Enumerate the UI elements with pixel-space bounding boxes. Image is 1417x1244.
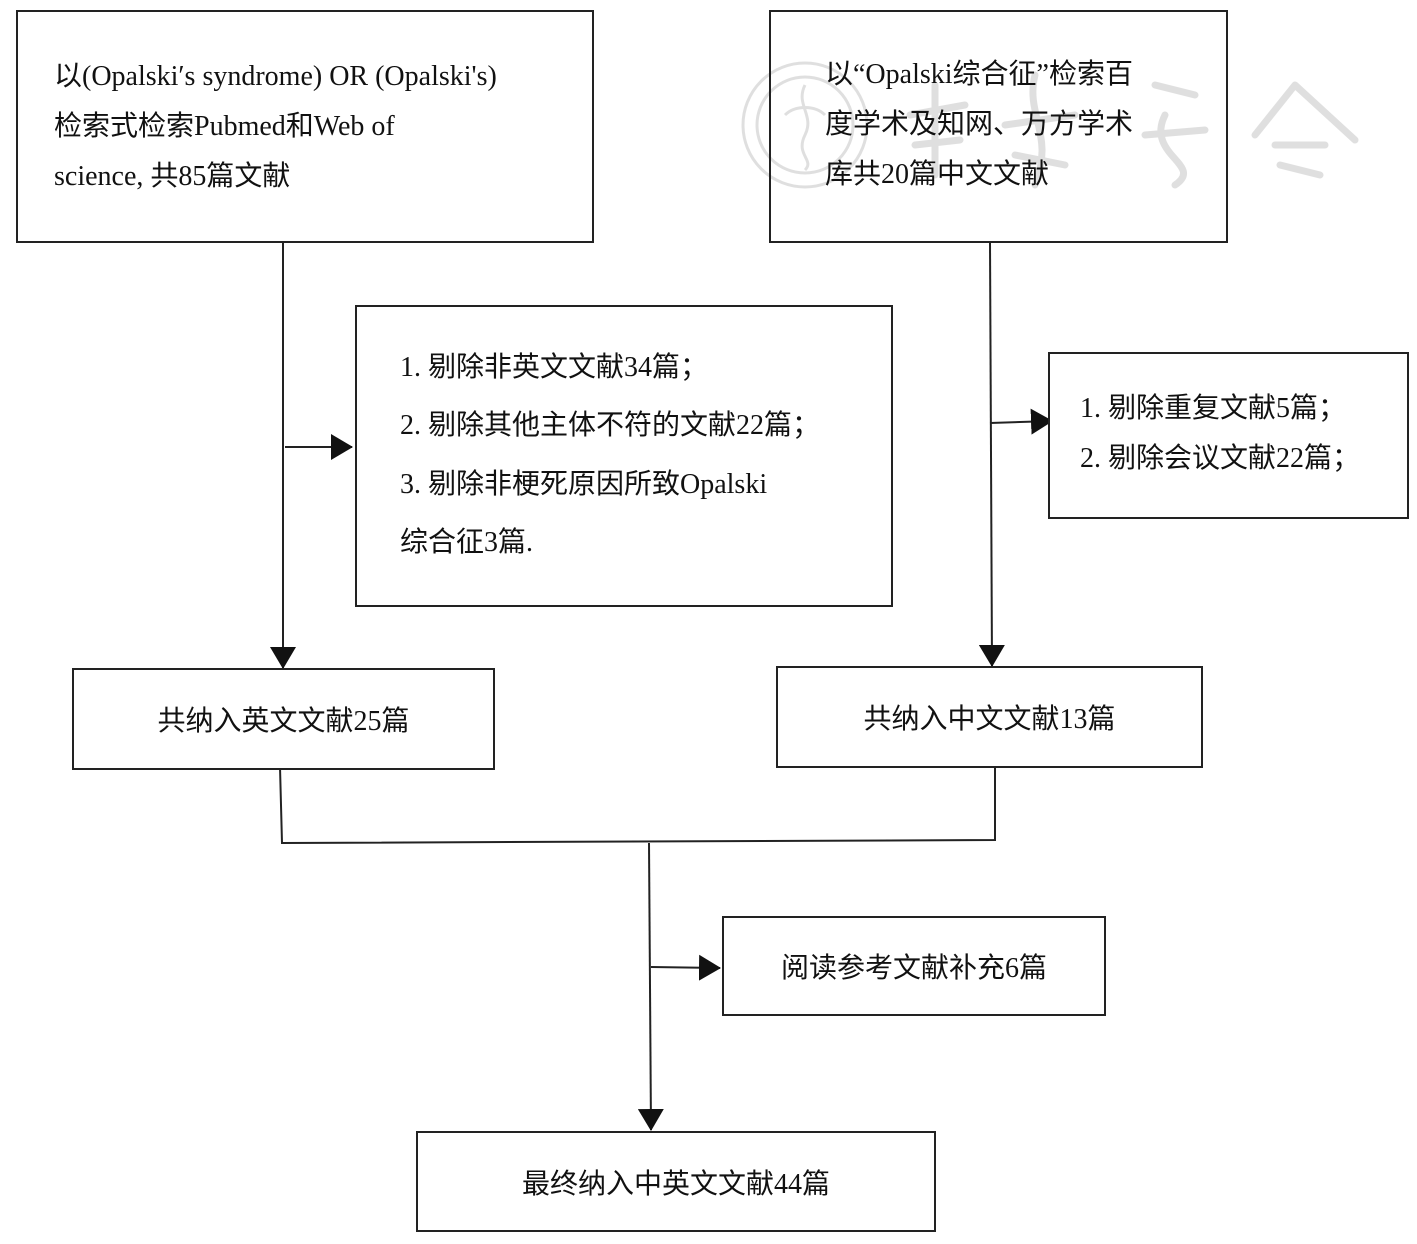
supplement-box: 阅读参考文献补充6篇	[722, 916, 1106, 1016]
chinese-exclusion-box: 1. 剔除重复文献5篇； 2. 剔除会议文献22篇；	[1048, 352, 1409, 519]
english-search-line-3: science, 共85篇文献	[54, 161, 291, 192]
watermark-logo	[741, 61, 1359, 189]
chinese-exclusion-line-2: 2. 剔除会议文献22篇；	[1080, 443, 1361, 474]
english-exclusion-line-3: 3. 剔除非梗死原因所致Opalski	[400, 469, 768, 500]
chinese-included-label: 共纳入中文文献13篇	[863, 704, 1116, 735]
final-included-label: 最终纳入中英文文献44篇	[521, 1168, 830, 1200]
english-exclusion-line-4: 综合征3篇.	[400, 527, 534, 558]
edge-merge-to-final	[637, 842, 664, 1131]
edge-chinese-search-to-included	[978, 241, 1005, 667]
english-included-box: 共纳入英文文献25篇	[72, 668, 495, 770]
english-search-box: 以(Opalski′s syndrome) OR (Opalski's) 检索式…	[16, 10, 594, 243]
english-included-label: 共纳入英文文献25篇	[157, 706, 410, 737]
english-search-line-1: 以(Opalski′s syndrome) OR (Opalski's)	[54, 61, 497, 92]
chinese-search-line-3: 库共20篇中文文献	[825, 159, 1050, 190]
chinese-search-line-1: 以“Opalski综合征”检索百	[825, 59, 1133, 90]
english-exclusion-line-1: 1. 剔除非英文文献34篇；	[400, 352, 709, 383]
english-exclusion-box: 1. 剔除非英文文献34篇； 2. 剔除其他主体不符的文献22篇； 3. 剔除非…	[355, 305, 893, 607]
edge-merge-bracket	[279, 766, 996, 845]
chinese-search-line-2: 度学术及知网、万方学术	[825, 109, 1134, 140]
edge-chinese-to-exclusion	[989, 408, 1053, 435]
seal-circle-icon	[741, 61, 869, 189]
english-exclusion-line-2: 2. 剔除其他主体不符的文献22篇；	[400, 410, 821, 441]
chinese-included-box: 共纳入中文文献13篇	[776, 666, 1203, 768]
final-included-box: 最终纳入中英文文献44篇	[416, 1131, 936, 1232]
edge-merge-to-supplement	[650, 954, 721, 981]
chinese-search-box: 以“Opalski综合征”检索百 度学术及知网、万方学术 库共20篇中文文献	[769, 10, 1228, 243]
supplement-label: 阅读参考文献补充6篇	[780, 953, 1047, 984]
english-search-line-2: 检索式检索Pubmed和Web of	[54, 111, 395, 142]
chinese-exclusion-line-1: 1. 剔除重复文献5篇；	[1080, 393, 1347, 424]
